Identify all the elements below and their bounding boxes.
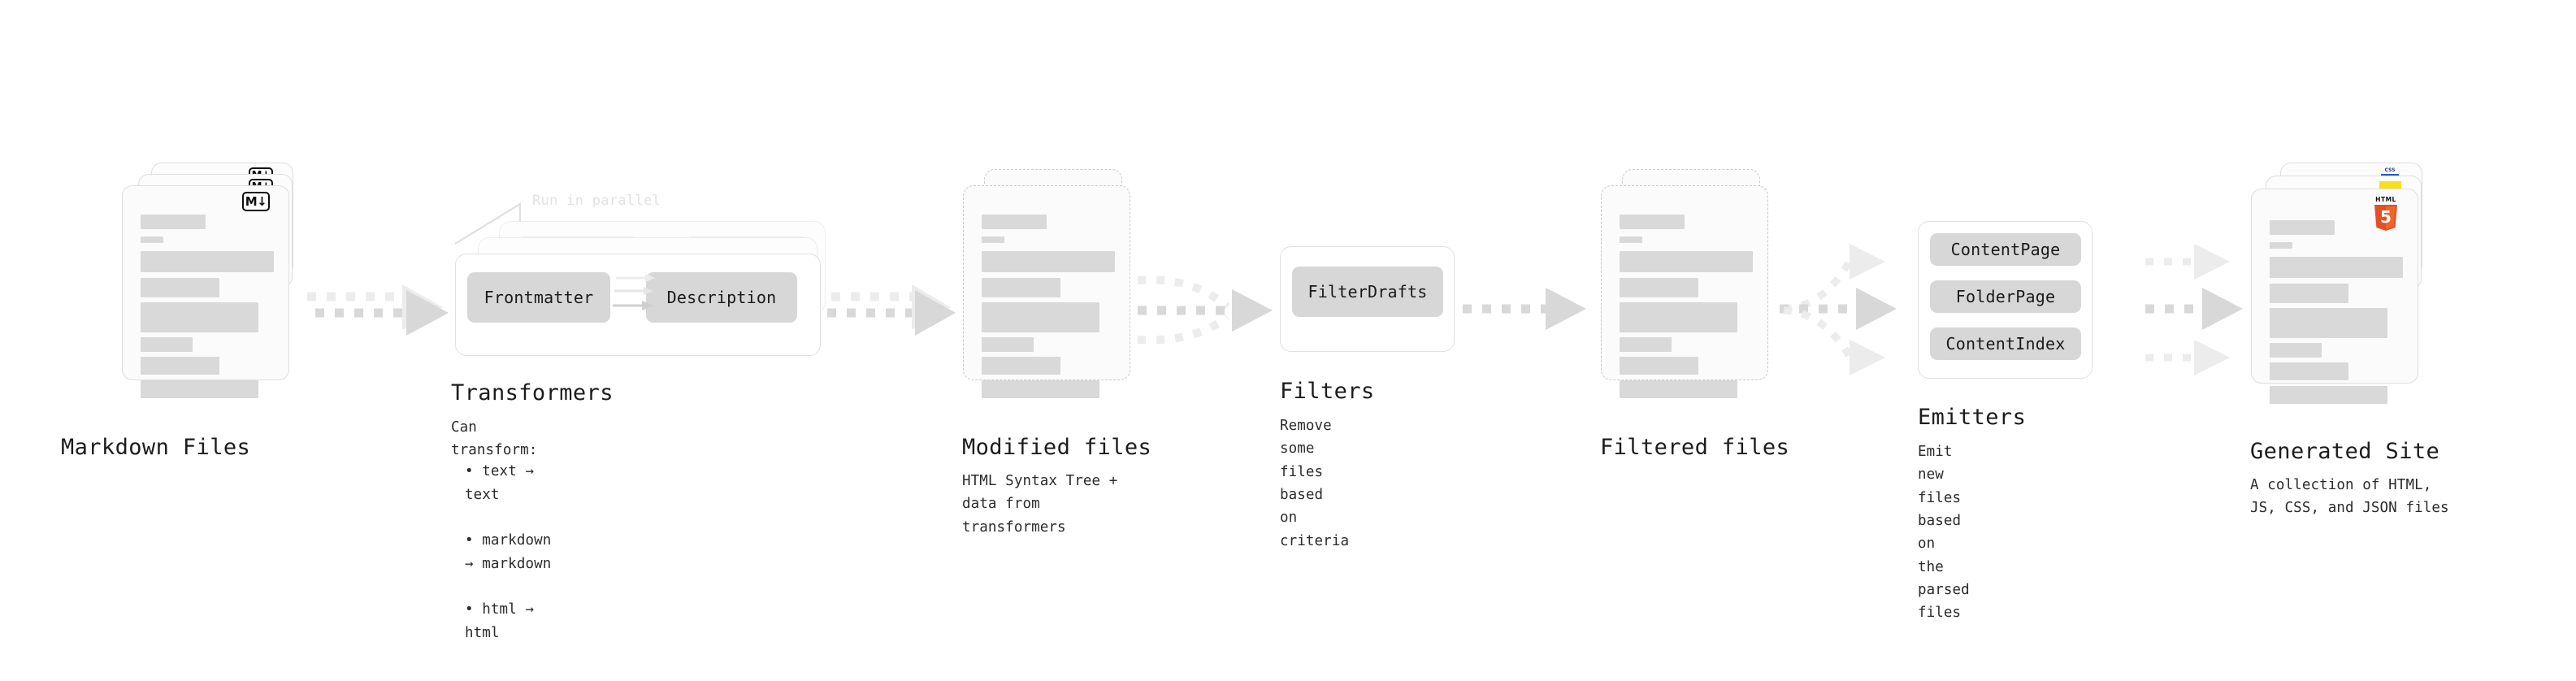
arrow-transformers-to-modified <box>827 284 956 336</box>
markdown-sheet-content <box>123 186 288 398</box>
content-bar <box>1620 215 1685 229</box>
content-bar <box>2270 362 2348 380</box>
content-bar <box>1620 337 1672 352</box>
transformer-pill-description[interactable]: Description <box>646 272 797 323</box>
generated-site-stack: CSS HTML <box>2251 163 2454 404</box>
emitters-subtitle: Emit new files based on the parsed files <box>1918 444 1970 622</box>
filtered-sheet-content <box>1602 186 1767 398</box>
arrow-filters-to-filtered <box>1463 288 1586 330</box>
markdown-file-stack: M↓ M↓ M↓ <box>122 163 309 398</box>
stage-title-emitters: Emitters <box>1918 405 2027 430</box>
transformers-bullet-item: • markdown → markdown <box>465 532 552 572</box>
html5-icon: HTML 5 <box>2371 195 2400 232</box>
content-bar <box>982 337 1034 352</box>
stage-filtered-files: Filtered files <box>1600 163 1789 460</box>
transformers-bullet-item: • html → html <box>465 601 535 641</box>
content-bar <box>1620 236 1642 243</box>
stage-title-markdown-files: Markdown Files <box>61 435 251 460</box>
content-bar <box>2270 343 2322 358</box>
markdown-sheet-front <box>122 185 289 398</box>
arrow-filtered-to-emitters <box>1780 244 1897 375</box>
stage-modified-files: Modified files HTML Syntax Tree + data f… <box>962 163 1151 536</box>
content-bar <box>982 357 1060 375</box>
content-bar <box>2270 257 2403 278</box>
stage-title-filtered-files: Filtered files <box>1600 435 1790 460</box>
content-bar <box>141 278 219 297</box>
content-bar <box>1620 278 1698 297</box>
content-bar <box>141 337 193 352</box>
html5-digit: 5 <box>2380 207 2392 227</box>
content-bar <box>1620 302 1737 332</box>
transformers-bullet-list: • text → text • markdown → markdown • ht… <box>465 437 551 667</box>
modified-sheet-front <box>963 185 1130 398</box>
content-bar <box>982 302 1099 332</box>
content-bar <box>1620 357 1698 375</box>
html5-wordmark: HTML <box>2375 196 2396 203</box>
transformer-pill-frontmatter[interactable]: Frontmatter <box>467 272 610 323</box>
generated-site-subtitle: A collection of HTML, JS, CSS, and JSON … <box>2250 477 2449 517</box>
transformers-subtitle: Can transform: <box>451 419 538 459</box>
filters-subtitle: Remove some files based on criteria <box>1280 418 1350 549</box>
content-bar <box>2270 386 2387 404</box>
modified-file-stack <box>963 163 1150 398</box>
stage-title-transformers: Transformers <box>451 380 614 406</box>
content-bar <box>141 251 274 272</box>
emitter-pill-contentpage[interactable]: ContentPage <box>1930 233 2081 266</box>
transformer-inner-arrows <box>613 274 655 310</box>
filter-pill-filterdrafts[interactable]: FilterDrafts <box>1292 267 1443 317</box>
content-bar <box>141 357 219 375</box>
emitter-pill-folderpage[interactable]: FolderPage <box>1930 280 2081 313</box>
content-bar <box>1620 380 1737 398</box>
filters-card[interactable]: FilterDrafts <box>1280 246 1455 352</box>
content-bar <box>141 302 258 332</box>
content-bar <box>982 215 1047 229</box>
stage-title-filters: Filters <box>1280 379 1375 404</box>
arrow-modified-to-filters <box>1137 275 1273 345</box>
stage-title-modified-files: Modified files <box>962 435 1152 460</box>
content-bar <box>982 236 1004 243</box>
modified-sheet-content <box>964 186 1130 398</box>
content-bar <box>982 380 1099 398</box>
css3-icon: CSS <box>2381 168 2399 180</box>
content-bar <box>1620 251 1753 272</box>
filtered-sheet-front <box>1601 185 1768 398</box>
content-bar <box>2270 242 2292 249</box>
content-bar <box>141 236 163 243</box>
emitter-pill-contentindex[interactable]: ContentIndex <box>1930 327 2081 360</box>
stage-generated-site: CSS HTML <box>2250 163 2454 516</box>
run-in-parallel-label: Run in parallel <box>532 193 661 209</box>
content-bar <box>982 278 1060 297</box>
arrow-emitters-to-site <box>2145 244 2243 375</box>
content-bar <box>2270 284 2348 303</box>
stage-title-generated-site: Generated Site <box>2250 439 2440 464</box>
content-bar <box>141 215 206 229</box>
content-bar <box>141 380 258 398</box>
content-bar <box>2270 220 2335 235</box>
content-bar <box>982 251 1115 272</box>
content-bar <box>2270 308 2387 338</box>
modified-files-subtitle: HTML Syntax Tree + data from transformer… <box>962 473 1118 536</box>
transformers-bullet-item: • text → text <box>465 463 535 503</box>
markdown-badge-front: M↓ <box>242 192 270 211</box>
arrow-markdown-to-transformers <box>307 284 449 336</box>
site-sheet-content <box>2252 189 2418 404</box>
stage-markdown-files: M↓ M↓ M↓ Markdown Files <box>61 163 309 460</box>
emitters-card[interactable]: ContentPage FolderPage ContentIndex <box>1918 221 2092 379</box>
filtered-file-stack <box>1601 163 1788 398</box>
